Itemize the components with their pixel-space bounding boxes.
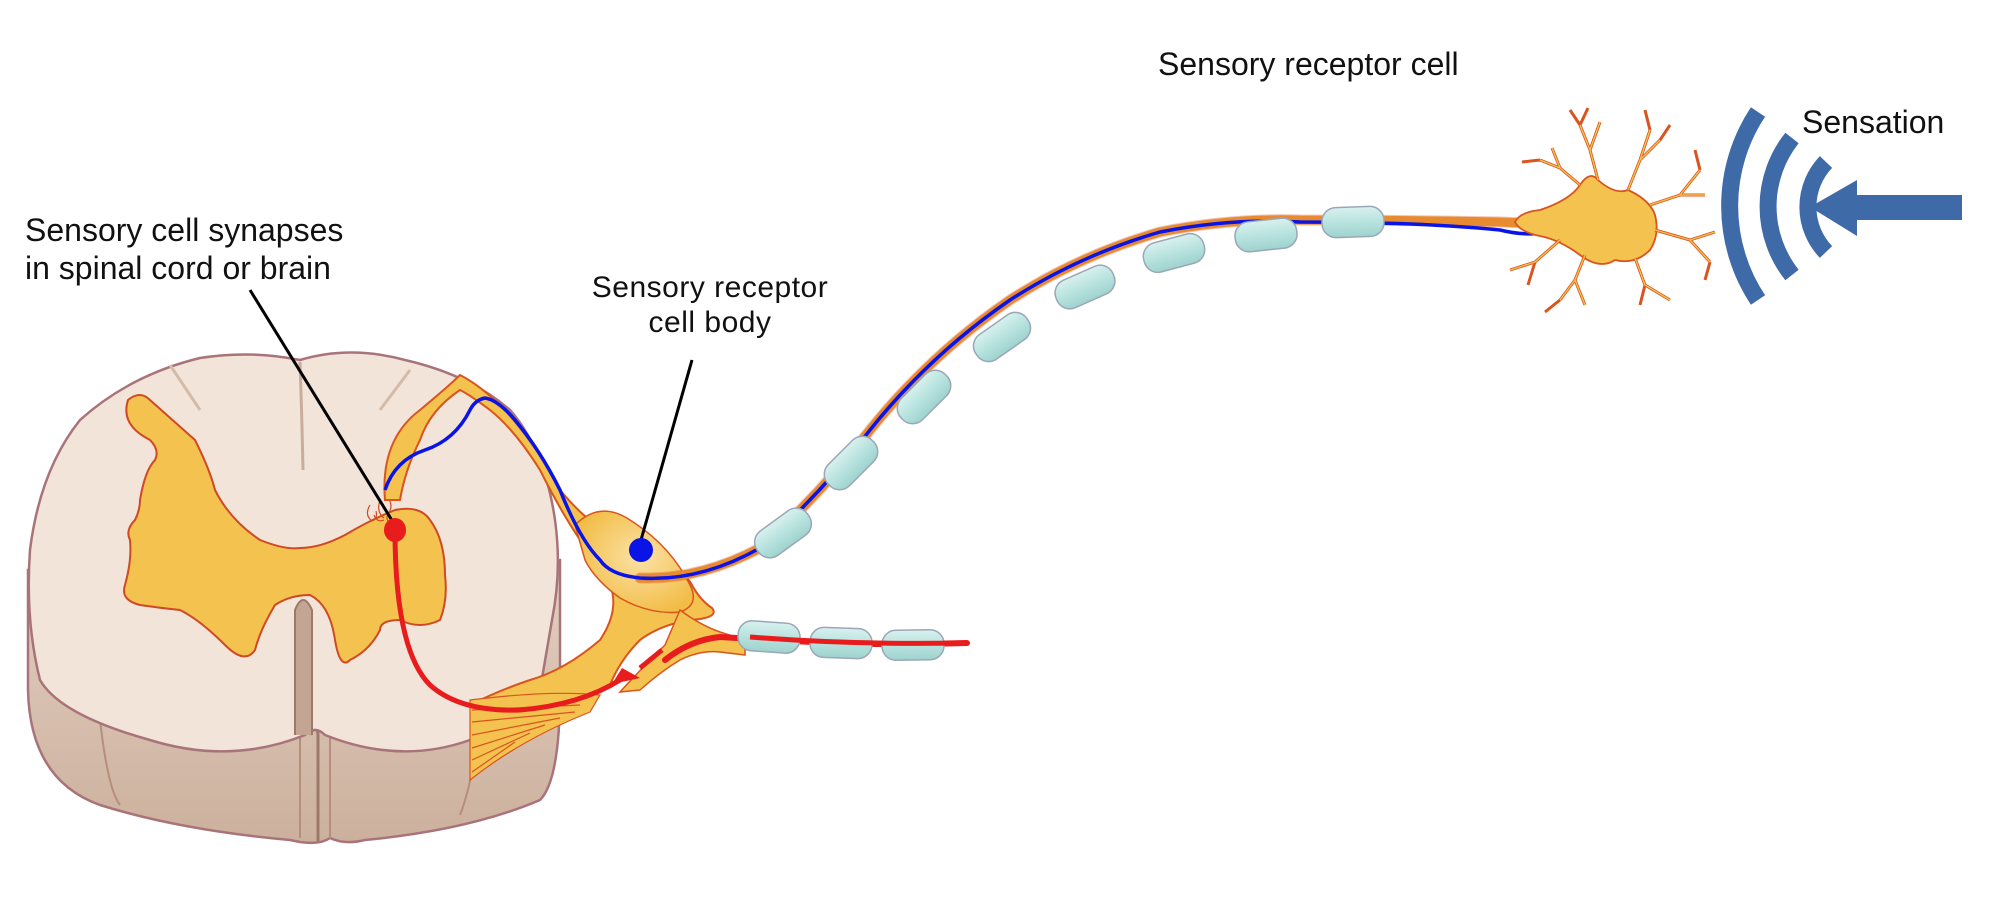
ventral-median-fissure bbox=[294, 599, 313, 735]
receptor-dendrites-fill bbox=[1509, 121, 1716, 306]
label-receptor-cell: Sensory receptor cell bbox=[1158, 46, 1459, 82]
label-synapse-line-1: Sensory cell synapses bbox=[25, 212, 344, 248]
cell-body-pointer-line bbox=[639, 359, 694, 541]
motor-myelin bbox=[737, 620, 961, 662]
myelin-segment bbox=[1321, 205, 1385, 239]
cell-body-marker bbox=[629, 538, 653, 562]
spinal-cord-segment-lines bbox=[99, 719, 481, 838]
sensory-axon bbox=[383, 205, 1581, 584]
wave-arc-outer bbox=[1721, 107, 1766, 305]
sensory-myelin bbox=[753, 205, 1385, 559]
spinal-cord bbox=[26, 351, 562, 845]
sensation-arrow-icon bbox=[1810, 180, 1962, 236]
label-sensation: Sensation bbox=[1802, 104, 1945, 140]
myelin-segment bbox=[1234, 217, 1298, 253]
label-cell-body: Sensory receptor cell body bbox=[560, 270, 860, 341]
synapse-marker bbox=[384, 518, 406, 542]
synapse-pointer-line bbox=[248, 289, 395, 523]
myelin-segment bbox=[1142, 232, 1206, 274]
motor-signal-dash bbox=[638, 648, 664, 670]
sensation-stimulus bbox=[1721, 107, 1833, 305]
dorsal-sulcus-right bbox=[378, 369, 412, 411]
motor-axon bbox=[392, 529, 970, 713]
label-synapse-line-2: in spinal cord or brain bbox=[25, 249, 331, 286]
motor-signal-path bbox=[392, 529, 622, 713]
myelin-segment bbox=[896, 369, 952, 425]
gray-matter bbox=[123, 394, 447, 664]
receptor-soma bbox=[1514, 175, 1658, 265]
sensory-receptor-neuron bbox=[1509, 107, 1716, 314]
wave-arc-middle bbox=[1759, 132, 1799, 281]
dorsal-root-ganglion bbox=[574, 510, 695, 614]
wave-arc-inner bbox=[1799, 156, 1833, 258]
label-synapse-location: Sensory cell synapses in spinal cord or … bbox=[25, 212, 343, 288]
motor-arrow-head bbox=[612, 668, 640, 684]
myelin-segment bbox=[823, 435, 879, 491]
label-cell-body-line-1: Sensory receptor bbox=[591, 271, 829, 304]
dorsal-sulcus-left bbox=[168, 364, 202, 411]
myelin-segment bbox=[1054, 264, 1116, 310]
myelin-segment bbox=[972, 311, 1032, 363]
myelin-segment bbox=[753, 507, 813, 559]
label-cell-body-line-2: cell body bbox=[648, 306, 772, 340]
